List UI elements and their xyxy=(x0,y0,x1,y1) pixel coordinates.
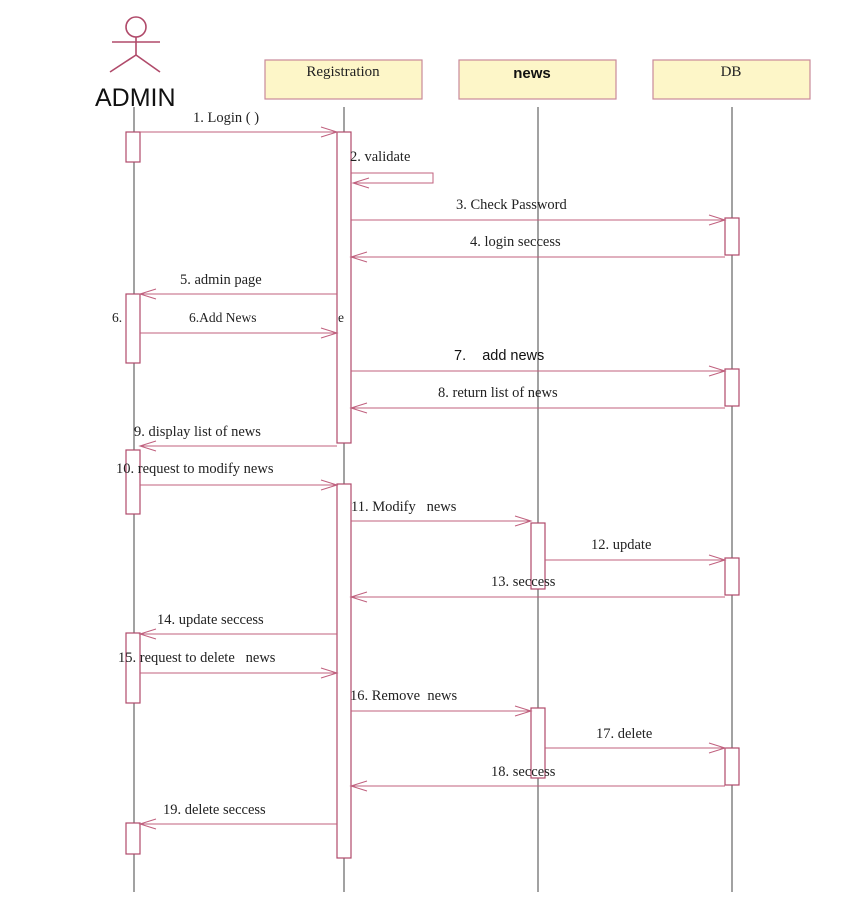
message-12: 12. update xyxy=(545,537,727,566)
message-1-label: 1. Login ( ) xyxy=(193,110,259,126)
participant-news-label: news xyxy=(513,65,551,82)
participant-db: DB xyxy=(652,59,811,100)
db-activation-1 xyxy=(724,217,740,256)
message-18: 18. seccess xyxy=(349,764,725,792)
message-19-label: 19. delete seccess xyxy=(163,802,266,818)
message-12-label: 12. update xyxy=(591,537,651,553)
message-3-label: 3. Check Password xyxy=(456,197,568,213)
participant-registration: Registration xyxy=(264,59,423,100)
message-15: 15. request to delete news xyxy=(118,650,339,679)
message-2: 2. validate xyxy=(350,149,434,189)
message-13-label: 13. seccess xyxy=(491,574,556,590)
message-18-label: 18. seccess xyxy=(491,764,556,780)
participant-db-label: DB xyxy=(721,64,742,80)
message-2-label: 2. validate xyxy=(350,149,410,165)
message-8: 8. return list of news xyxy=(349,385,725,414)
admin-activation-1 xyxy=(125,131,141,163)
message-14: 14. update seccess xyxy=(138,612,337,640)
message-19: 19. delete seccess xyxy=(138,802,337,830)
message-9-label: 9. display list of news xyxy=(134,424,261,440)
message-16-label: 16. Remove news xyxy=(350,688,457,704)
message-9: 9. display list of news xyxy=(134,424,337,452)
message-11-label: 11. Modify news xyxy=(351,499,457,515)
participant-registration-label: Registration xyxy=(306,64,380,80)
message-4-label: 4. login seccess xyxy=(470,234,561,250)
admin-activation-4 xyxy=(125,632,141,704)
message-17: 17. delete xyxy=(545,726,727,754)
db-activation-4 xyxy=(724,747,740,786)
admin-activation-2 xyxy=(125,293,141,364)
message-15-label: 15. request to delete news xyxy=(118,650,276,666)
news-activation-1 xyxy=(530,522,546,590)
participant-news: news xyxy=(458,59,617,100)
admin-actor-icon xyxy=(109,16,161,73)
message-1: 1. Login ( ) xyxy=(140,110,339,138)
message-14-label: 14. update seccess xyxy=(157,612,264,628)
message-7: 7. add news xyxy=(351,348,727,377)
message-13: 13. seccess xyxy=(349,574,725,603)
admin-activation-5 xyxy=(125,822,141,855)
message-6-label: 6.Add News xyxy=(189,310,257,325)
message-5: 5. admin page xyxy=(138,272,337,300)
news-activation-2 xyxy=(530,707,546,779)
message-8-label: 8. return list of news xyxy=(438,385,558,401)
message-16: 16. Remove news xyxy=(350,688,533,717)
registration-activation-2 xyxy=(336,483,352,859)
message-4: 4. login seccess xyxy=(349,234,725,263)
admin-actor-label: ADMIN xyxy=(95,84,176,112)
message-5-label: 5. admin page xyxy=(180,272,262,288)
message-10: 10. request to modify news xyxy=(116,461,339,491)
admin-activation-3 xyxy=(125,449,141,515)
db-activation-3 xyxy=(724,557,740,596)
message-6-number-fragment: 6. xyxy=(112,310,122,325)
message-10-label: 10. request to modify news xyxy=(116,461,274,477)
message-11: 11. Modify news xyxy=(351,499,533,527)
message-3: 3. Check Password xyxy=(351,197,727,226)
message-17-label: 17. delete xyxy=(596,726,652,742)
registration-activation-1 xyxy=(336,131,352,444)
message-6: 6. 6.Add News e xyxy=(112,310,344,339)
message-6-trailing-fragment: e xyxy=(338,310,344,325)
message-7-label: 7. add news xyxy=(454,348,544,364)
db-activation-2 xyxy=(724,368,740,407)
